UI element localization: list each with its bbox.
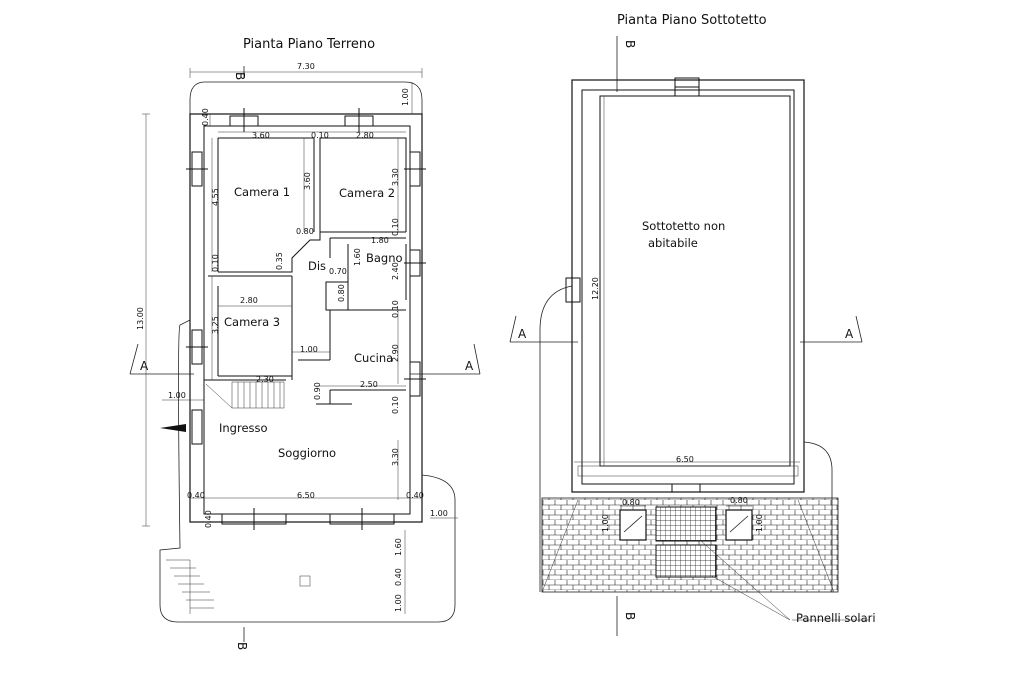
stairs — [205, 381, 285, 409]
room-camera-1: Camera 1 — [234, 185, 290, 199]
dim-ext-160: 1.60 — [394, 538, 403, 556]
attic-bottom-band — [577, 465, 799, 477]
attic-inner-wall — [581, 89, 795, 485]
attic-section-b-top: B — [623, 40, 637, 48]
dim-wall-r2: 0.10 — [391, 300, 400, 318]
dim-cam1-height: 4.55 — [211, 188, 220, 206]
dim-wall-r3: 0.10 — [391, 396, 400, 414]
ground-section-b-bottom: B — [235, 642, 249, 650]
dim-bottom-right-040: 0.40 — [406, 491, 424, 500]
dim-stair-width: 2.30 — [256, 375, 274, 384]
dim-total-height: 13.00 — [136, 307, 145, 330]
roof-ridges — [541, 499, 835, 593]
dim-bottom-040: 0.40 — [204, 510, 213, 528]
room-camera-3: Camera 3 — [224, 315, 280, 329]
ground-floor-plan: Pianta Piano Terreno — [129, 37, 481, 650]
dim-wall-r1: 0.10 — [391, 218, 400, 236]
ground-dimension-lines — [142, 68, 458, 614]
solar-panel-1 — [655, 506, 717, 542]
attic-section-markers — [509, 36, 863, 636]
ground-section-markers — [129, 66, 481, 642]
dim-ext-040: 0.40 — [394, 568, 403, 586]
dim-cucina-height: 2.90 — [391, 344, 400, 362]
entry-arrow-icon — [160, 424, 186, 432]
dim-ext-100b: 1.00 — [394, 594, 403, 612]
attic-floor-plan: Pianta Piano Sottotetto Pannelli solari — [509, 13, 876, 636]
dim-soggiorno-width: 6.50 — [297, 491, 315, 500]
attic-floor-title: Pianta Piano Sottotetto — [617, 13, 767, 28]
terrace-outline — [159, 81, 456, 623]
ground-section-a-left: A — [140, 359, 149, 373]
attic-dim-sky2-width: 0.80 — [730, 496, 748, 505]
outer-wall-outer — [189, 113, 423, 523]
dim-cam2-side: 3.30 — [391, 168, 400, 186]
room-dis: Dis — [308, 259, 326, 273]
room-ingresso: Ingresso — [219, 421, 268, 435]
attic-bottom-vent — [671, 483, 701, 493]
dim-dis-width: 0.80 — [296, 227, 314, 236]
dim-bottom-left-040: 0.40 — [187, 491, 205, 500]
ground-floor-title: Pianta Piano Terreno — [243, 37, 375, 52]
attic-section-b-bottom: B — [623, 612, 637, 620]
attic-room — [599, 95, 791, 467]
room-soggiorno: Soggiorno — [278, 446, 336, 460]
attic-outer-wall — [571, 79, 805, 493]
dim-corridor-width: 1.00 — [300, 345, 318, 354]
dim-cam3-width: 2.80 — [240, 296, 258, 305]
attic-dim-height: 12.20 — [591, 277, 600, 300]
attic-dim-width: 6.50 — [676, 455, 694, 464]
dim-cam3-height: 3.25 — [211, 316, 220, 334]
room-camera-2: Camera 2 — [339, 186, 395, 200]
attic-section-a-left: A — [518, 327, 527, 341]
dim-ext-100: 1.00 — [430, 509, 448, 518]
dim-dis-070: 0.70 — [329, 267, 347, 276]
room-cucina: Cucina — [354, 351, 393, 365]
attic-dimension-lines — [574, 96, 800, 507]
dim-wall-090: 0.90 — [313, 382, 322, 400]
attic-dim-sky1-height: 1.00 — [601, 514, 610, 532]
dim-cam2-width: 2.80 — [356, 131, 374, 140]
attic-room-label-line2: abitabile — [648, 236, 698, 250]
dim-cucina-width: 2.50 — [360, 380, 378, 389]
internal-walls — [204, 137, 407, 405]
dim-entry-width: 1.00 — [168, 391, 186, 400]
solar-panels-label: Pannelli solari — [796, 611, 876, 625]
dim-cam1-width: 3.60 — [252, 131, 270, 140]
dim-bagno-width: 1.80 — [371, 236, 389, 245]
ground-dimension-texts: 7.30 13.00 1.00 0.40 3.60 0.10 2.80 4.55… — [136, 62, 448, 612]
ground-section-b-top: B — [233, 72, 247, 80]
dim-left-010: 0.10 — [211, 254, 220, 272]
dim-wall-040: 0.40 — [201, 108, 210, 126]
attic-section-a-right: A — [845, 327, 854, 341]
ground-section-a-right: A — [465, 359, 474, 373]
attic-dim-sky1-width: 0.80 — [622, 498, 640, 507]
skylight-2 — [725, 509, 753, 541]
dim-wall-010: 0.10 — [311, 131, 329, 140]
dim-dis-035: 0.35 — [275, 252, 284, 270]
attic-room-label-line1: Sottotetto non — [642, 219, 725, 233]
dim-top-right: 1.00 — [401, 88, 410, 106]
solar-panel-2 — [655, 544, 717, 578]
dim-dis-080: 0.80 — [337, 284, 346, 302]
ground-windows — [186, 108, 426, 530]
attic-left-window — [565, 277, 581, 303]
exterior-stairs — [166, 559, 311, 614]
skylight-1 — [619, 509, 647, 541]
solar-leader-lines — [699, 539, 870, 621]
dim-bagno-height: 1.60 — [353, 248, 362, 266]
attic-dim-sky2-height: 1.00 — [755, 514, 764, 532]
dim-cam2-height: 3.60 — [303, 172, 312, 190]
room-bagno: Bagno — [366, 251, 403, 265]
dim-total-width: 7.30 — [297, 62, 315, 71]
dim-bagno-side: 2.40 — [391, 262, 400, 280]
attic-terrace-lines — [539, 285, 833, 592]
outer-wall-inner — [203, 125, 411, 515]
dim-soggiorno-height: 3.30 — [391, 448, 400, 466]
